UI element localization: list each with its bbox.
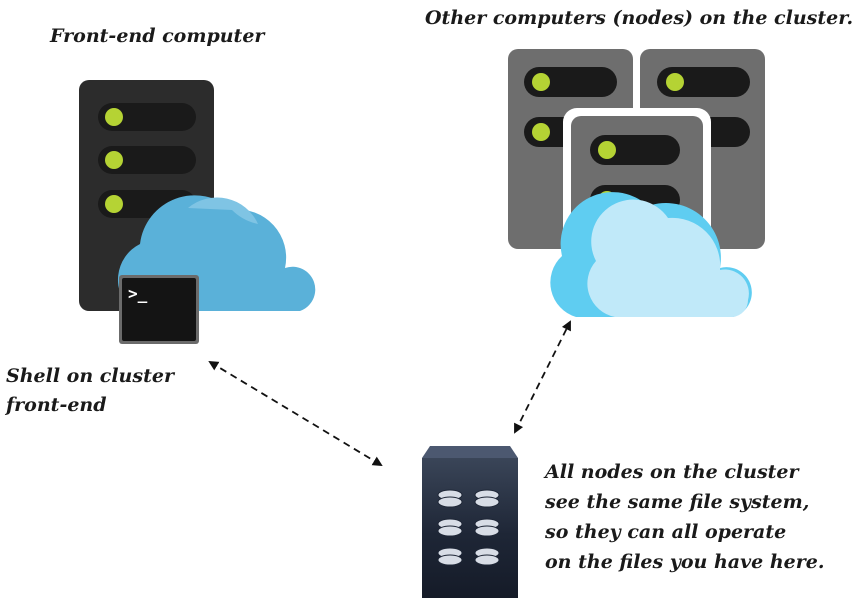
file-system-label-line: on the files you have here. xyxy=(545,551,825,573)
shell-label-line: Shell on cluster xyxy=(6,365,174,387)
front-end-title: Front-end computer xyxy=(50,25,265,47)
file-system-label-line: so they can all operate xyxy=(545,521,787,543)
shell-label: Shell on cluster front-end xyxy=(6,362,174,420)
nodes-title: Other computers (nodes) on the cluster. xyxy=(425,7,854,29)
file-system-label-line: see the same file system, xyxy=(545,491,810,513)
terminal-icon: >_ xyxy=(119,275,199,344)
nodes-storage-arrow xyxy=(514,320,571,434)
file-system-label: All nodes on the cluster see the same fi… xyxy=(545,458,824,578)
shell-storage-arrow xyxy=(208,360,383,467)
storage-icon xyxy=(422,446,518,598)
nodes-cloud-icon xyxy=(550,192,752,317)
shell-label-line: front-end xyxy=(6,394,107,416)
file-system-label-line: All nodes on the cluster xyxy=(545,461,799,483)
terminal-prompt: >_ xyxy=(128,284,148,303)
